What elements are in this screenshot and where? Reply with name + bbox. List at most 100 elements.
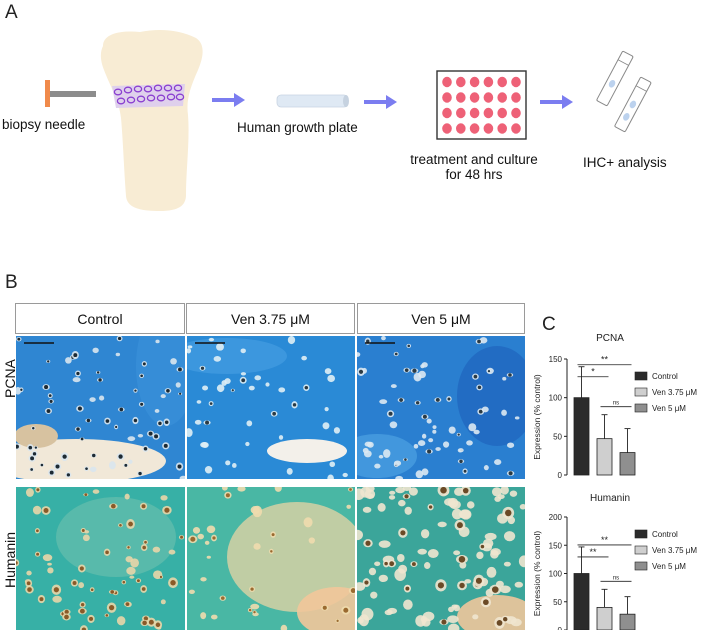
nucleus bbox=[270, 550, 273, 553]
nucleus bbox=[394, 352, 398, 356]
nucleus bbox=[200, 366, 205, 370]
cell bbox=[404, 506, 412, 515]
cell bbox=[92, 489, 100, 494]
nucleus bbox=[142, 545, 146, 550]
cell bbox=[126, 566, 136, 575]
cell bbox=[395, 475, 404, 479]
cell bbox=[390, 384, 397, 389]
cell bbox=[168, 549, 176, 555]
nucleus bbox=[16, 561, 18, 565]
nucleus bbox=[16, 444, 19, 449]
column-header-ven375: Ven 3.75 μM bbox=[186, 303, 355, 334]
nucleus bbox=[77, 406, 82, 411]
cell bbox=[52, 595, 62, 603]
nucleus bbox=[462, 487, 469, 494]
cell bbox=[187, 348, 192, 354]
nucleus bbox=[389, 561, 395, 567]
y-tick-label: 150 bbox=[549, 355, 563, 364]
nucleus bbox=[458, 556, 466, 563]
nucleus bbox=[142, 362, 146, 366]
nucleus bbox=[53, 587, 59, 593]
cell bbox=[509, 490, 518, 497]
nucleus bbox=[250, 587, 254, 591]
bar bbox=[619, 452, 636, 476]
well bbox=[456, 76, 466, 88]
nucleus bbox=[40, 463, 44, 467]
nucleus bbox=[407, 344, 411, 348]
tissue-region bbox=[267, 439, 347, 463]
y-tick-label: 50 bbox=[553, 432, 562, 441]
cell bbox=[329, 461, 336, 468]
y-tick-label: 0 bbox=[558, 471, 563, 480]
nucleus bbox=[422, 414, 427, 419]
well bbox=[511, 76, 521, 88]
nucleus bbox=[415, 401, 420, 405]
well bbox=[511, 92, 521, 103]
cell bbox=[246, 420, 253, 427]
cell bbox=[154, 408, 160, 413]
bar bbox=[619, 613, 636, 630]
microscope-slides-icon bbox=[596, 50, 652, 132]
nucleus bbox=[138, 471, 142, 476]
well bbox=[442, 76, 452, 88]
cell bbox=[232, 462, 237, 468]
nucleus bbox=[447, 397, 451, 401]
nucleus bbox=[350, 588, 355, 594]
tissue-region bbox=[187, 338, 287, 374]
nucleus bbox=[400, 530, 406, 536]
cell bbox=[346, 504, 352, 509]
cell bbox=[303, 517, 313, 528]
nucleus bbox=[76, 371, 80, 376]
tissue-region bbox=[457, 346, 525, 446]
nucleus bbox=[39, 597, 44, 602]
cell bbox=[240, 372, 247, 376]
cell bbox=[72, 377, 81, 383]
cell-ring bbox=[113, 88, 123, 96]
cell bbox=[459, 509, 471, 519]
nucleus bbox=[212, 536, 216, 540]
significance-label: ** bbox=[601, 355, 609, 365]
cell-ring bbox=[163, 84, 173, 92]
cell bbox=[418, 370, 426, 379]
nucleus bbox=[459, 459, 463, 464]
nucleus bbox=[292, 403, 297, 407]
nucleus bbox=[384, 561, 388, 566]
nucleus bbox=[180, 535, 183, 539]
cell bbox=[389, 421, 398, 429]
cell bbox=[32, 505, 42, 515]
nucleus bbox=[36, 552, 40, 556]
nucleus bbox=[85, 467, 88, 470]
tissue-region bbox=[16, 424, 58, 448]
bar bbox=[596, 606, 613, 630]
cell bbox=[448, 606, 455, 613]
nucleus bbox=[46, 409, 51, 413]
cell bbox=[395, 487, 405, 494]
cell bbox=[89, 397, 96, 402]
nucleus bbox=[122, 580, 126, 584]
cell bbox=[286, 468, 293, 475]
cell bbox=[393, 460, 402, 466]
legend-swatch bbox=[634, 545, 648, 555]
cell bbox=[26, 570, 32, 576]
nucleus bbox=[111, 503, 116, 509]
workflow-arrow-3 bbox=[540, 95, 573, 109]
cell bbox=[127, 436, 136, 442]
cell bbox=[327, 374, 336, 383]
cell bbox=[65, 357, 72, 364]
nucleus bbox=[221, 596, 225, 600]
cell bbox=[364, 489, 376, 500]
nucleus bbox=[32, 452, 37, 456]
biopsy-needle-icon bbox=[45, 80, 96, 107]
nucleus bbox=[43, 507, 49, 513]
nucleus bbox=[272, 411, 276, 416]
nucleus bbox=[404, 458, 407, 461]
cell bbox=[188, 589, 195, 595]
cell bbox=[507, 442, 515, 448]
well bbox=[442, 123, 452, 134]
cell bbox=[200, 577, 207, 582]
well bbox=[456, 107, 466, 119]
cell-ring bbox=[146, 94, 156, 102]
nucleus bbox=[115, 425, 118, 429]
y-axis-label: Expression (% control) bbox=[532, 374, 542, 460]
well bbox=[497, 92, 508, 103]
